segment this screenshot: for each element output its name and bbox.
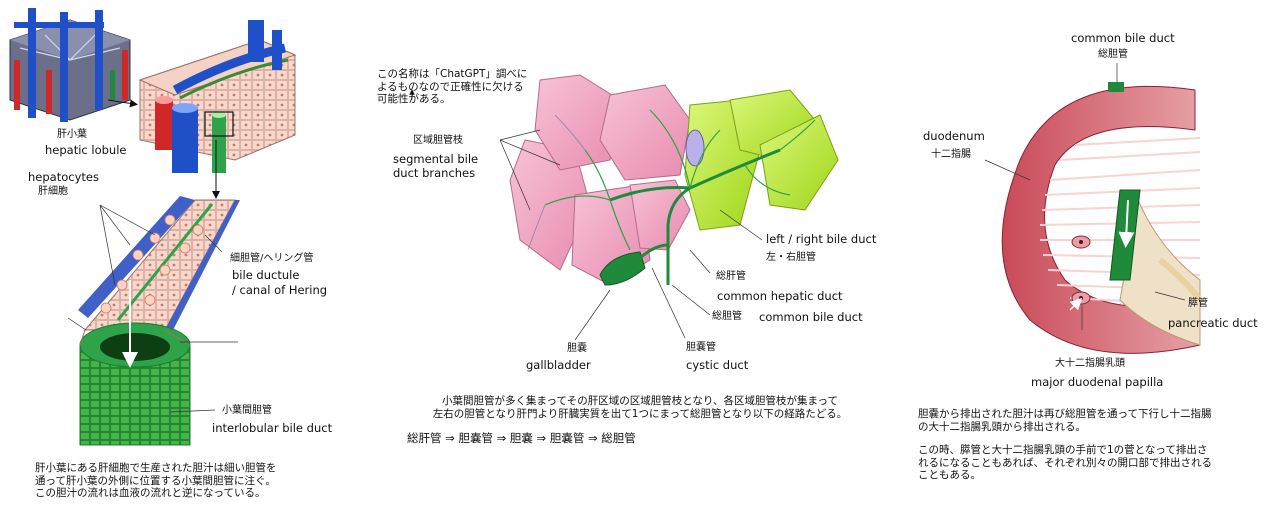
cystic-duct-label-jp: 胆嚢管	[686, 342, 716, 353]
panel3-description-line: の大十二指腸乳頭から排出される。	[918, 420, 1086, 433]
panel3-description-line: この時、膵管と大十二指腸乳頭の手前で1の菅となって排出さ	[918, 444, 1208, 456]
pancreatic-duct-label-en: pancreatic duct	[1168, 316, 1258, 330]
segmental-label-en-1: segmental bile	[393, 152, 479, 166]
chd-label-jp: 総肝管	[716, 271, 746, 282]
hepatic-lobule-illustration	[9, 8, 131, 122]
lr-bile-duct-label-jp: 左・右胆管	[766, 252, 816, 263]
cystic-duct-label-en: cystic duct	[686, 358, 749, 372]
chatgpt-note-line: よるものなので正確性に欠ける	[377, 80, 524, 93]
panel1-description-line: 肝小葉にある肝細胞で生産された胆汁は細い胆管を	[35, 462, 277, 474]
duodenum-label-jp: 十二指腸	[931, 149, 971, 160]
panel1-description-line: 通って肝小葉の外側に位置する小葉間胆管に注ぐ。	[35, 474, 276, 487]
bile-pathway: 総肝管 ⇒ 胆嚢管 ⇒ 胆嚢 ⇒ 胆嚢管 ⇒ 総胆管	[407, 431, 636, 445]
bile-ductule-label-en: bile ductule	[232, 268, 300, 282]
panel3-description-2: この時、膵管と大十二指腸乳頭の手前で1の菅となって排出さ れるになることもあれば…	[918, 444, 1212, 482]
panel3-description-line: れるになることもあれば、それぞれ別々の開口部で排出される	[918, 456, 1212, 469]
panel2-description-line: 小葉間胆管が多く集まってその肝区域の区域胆管枝となり、各区域胆管枝が集まって	[441, 395, 839, 407]
canal-of-hering-label-en: / canal of Hering	[232, 283, 328, 297]
panel2-description-line: 左右の胆管となり肝門より肝臓実質を出て1つにまって総胆管となり以下の経路たどる。	[432, 407, 848, 420]
panel3-leader-lines	[984, 63, 1186, 330]
liver-segments-illustration	[509, 74, 839, 286]
panel3-description-line: こともある。	[918, 469, 981, 481]
chd-label-en: common hepatic duct	[717, 289, 843, 303]
panel3-description-line: 胆嚢から排出された胆汁は再び総胆管を通って下行し十二指腸	[918, 408, 1212, 420]
duodenum-label-en: duodenum	[923, 129, 985, 143]
cbd-label-en-p2: common bile duct	[759, 310, 863, 324]
panel2-description: 小葉間胆管が多く集まってその肝区域の区域胆管枝となり、各区域胆管枝が集まって 左…	[395, 395, 885, 420]
hepatocytes-label-jp: 肝細胞	[38, 186, 68, 197]
papilla-label-en: major duodenal papilla	[1031, 375, 1164, 389]
hepatic-lobule-label-jp: 肝小葉	[57, 129, 87, 140]
chatgpt-note: この名称は「ChatGPT」調べに よるものなので正確性に欠ける 可能性がある。	[377, 68, 527, 106]
hepatic-lobule-label-en: hepatic lobule	[45, 143, 127, 157]
chatgpt-note-line: この名称は「ChatGPT」調べに	[377, 68, 528, 80]
panel1-description: 肝小葉にある肝細胞で生産された胆汁は細い胆管を 通って肝小葉の外側に位置する小葉…	[35, 462, 277, 500]
interlobular-label-jp: 小葉間胆管	[222, 405, 272, 416]
duodenum-illustration	[1001, 82, 1203, 354]
gallbladder-label-jp: 胆嚢	[567, 343, 587, 354]
bile-ductule-label-jp: 細胆管/ヘリング管	[230, 253, 314, 264]
segmental-label-jp: 区域胆管枝	[413, 135, 463, 146]
hepatocytes-label-en: hepatocytes	[28, 170, 99, 184]
papilla-label-jp: 大十二指腸乳頭	[1055, 358, 1125, 369]
panel3-description-1: 胆嚢から排出された胆汁は再び総胆管を通って下行し十二指腸 の大十二指腸乳頭から排…	[918, 408, 1211, 433]
lobule-wedge-illustration	[138, 20, 297, 173]
interlobular-label-en: interlobular bile duct	[212, 421, 333, 435]
gallbladder-label-en: gallbladder	[526, 358, 591, 372]
bile-ductule-illustration	[78, 196, 240, 446]
chatgpt-note-line: 可能性がある。	[377, 93, 451, 105]
lr-bile-duct-label-en: left / right bile duct	[766, 232, 877, 246]
pancreatic-duct-label-jp: 膵管	[1188, 298, 1208, 309]
panel1-leader-lines	[67, 204, 238, 413]
panel2-leader-lines	[409, 89, 763, 341]
segmental-label-en-2: duct branches	[393, 166, 476, 180]
panel1-description-line: この胆汁の流れは血液の流れと逆になっている。	[35, 487, 266, 499]
cbd-label-en-p3: common bile duct	[1071, 31, 1175, 45]
cbd-label-jp-p3: 総胆管	[1098, 49, 1128, 60]
cbd-label-jp-p2: 総胆管	[712, 311, 742, 322]
